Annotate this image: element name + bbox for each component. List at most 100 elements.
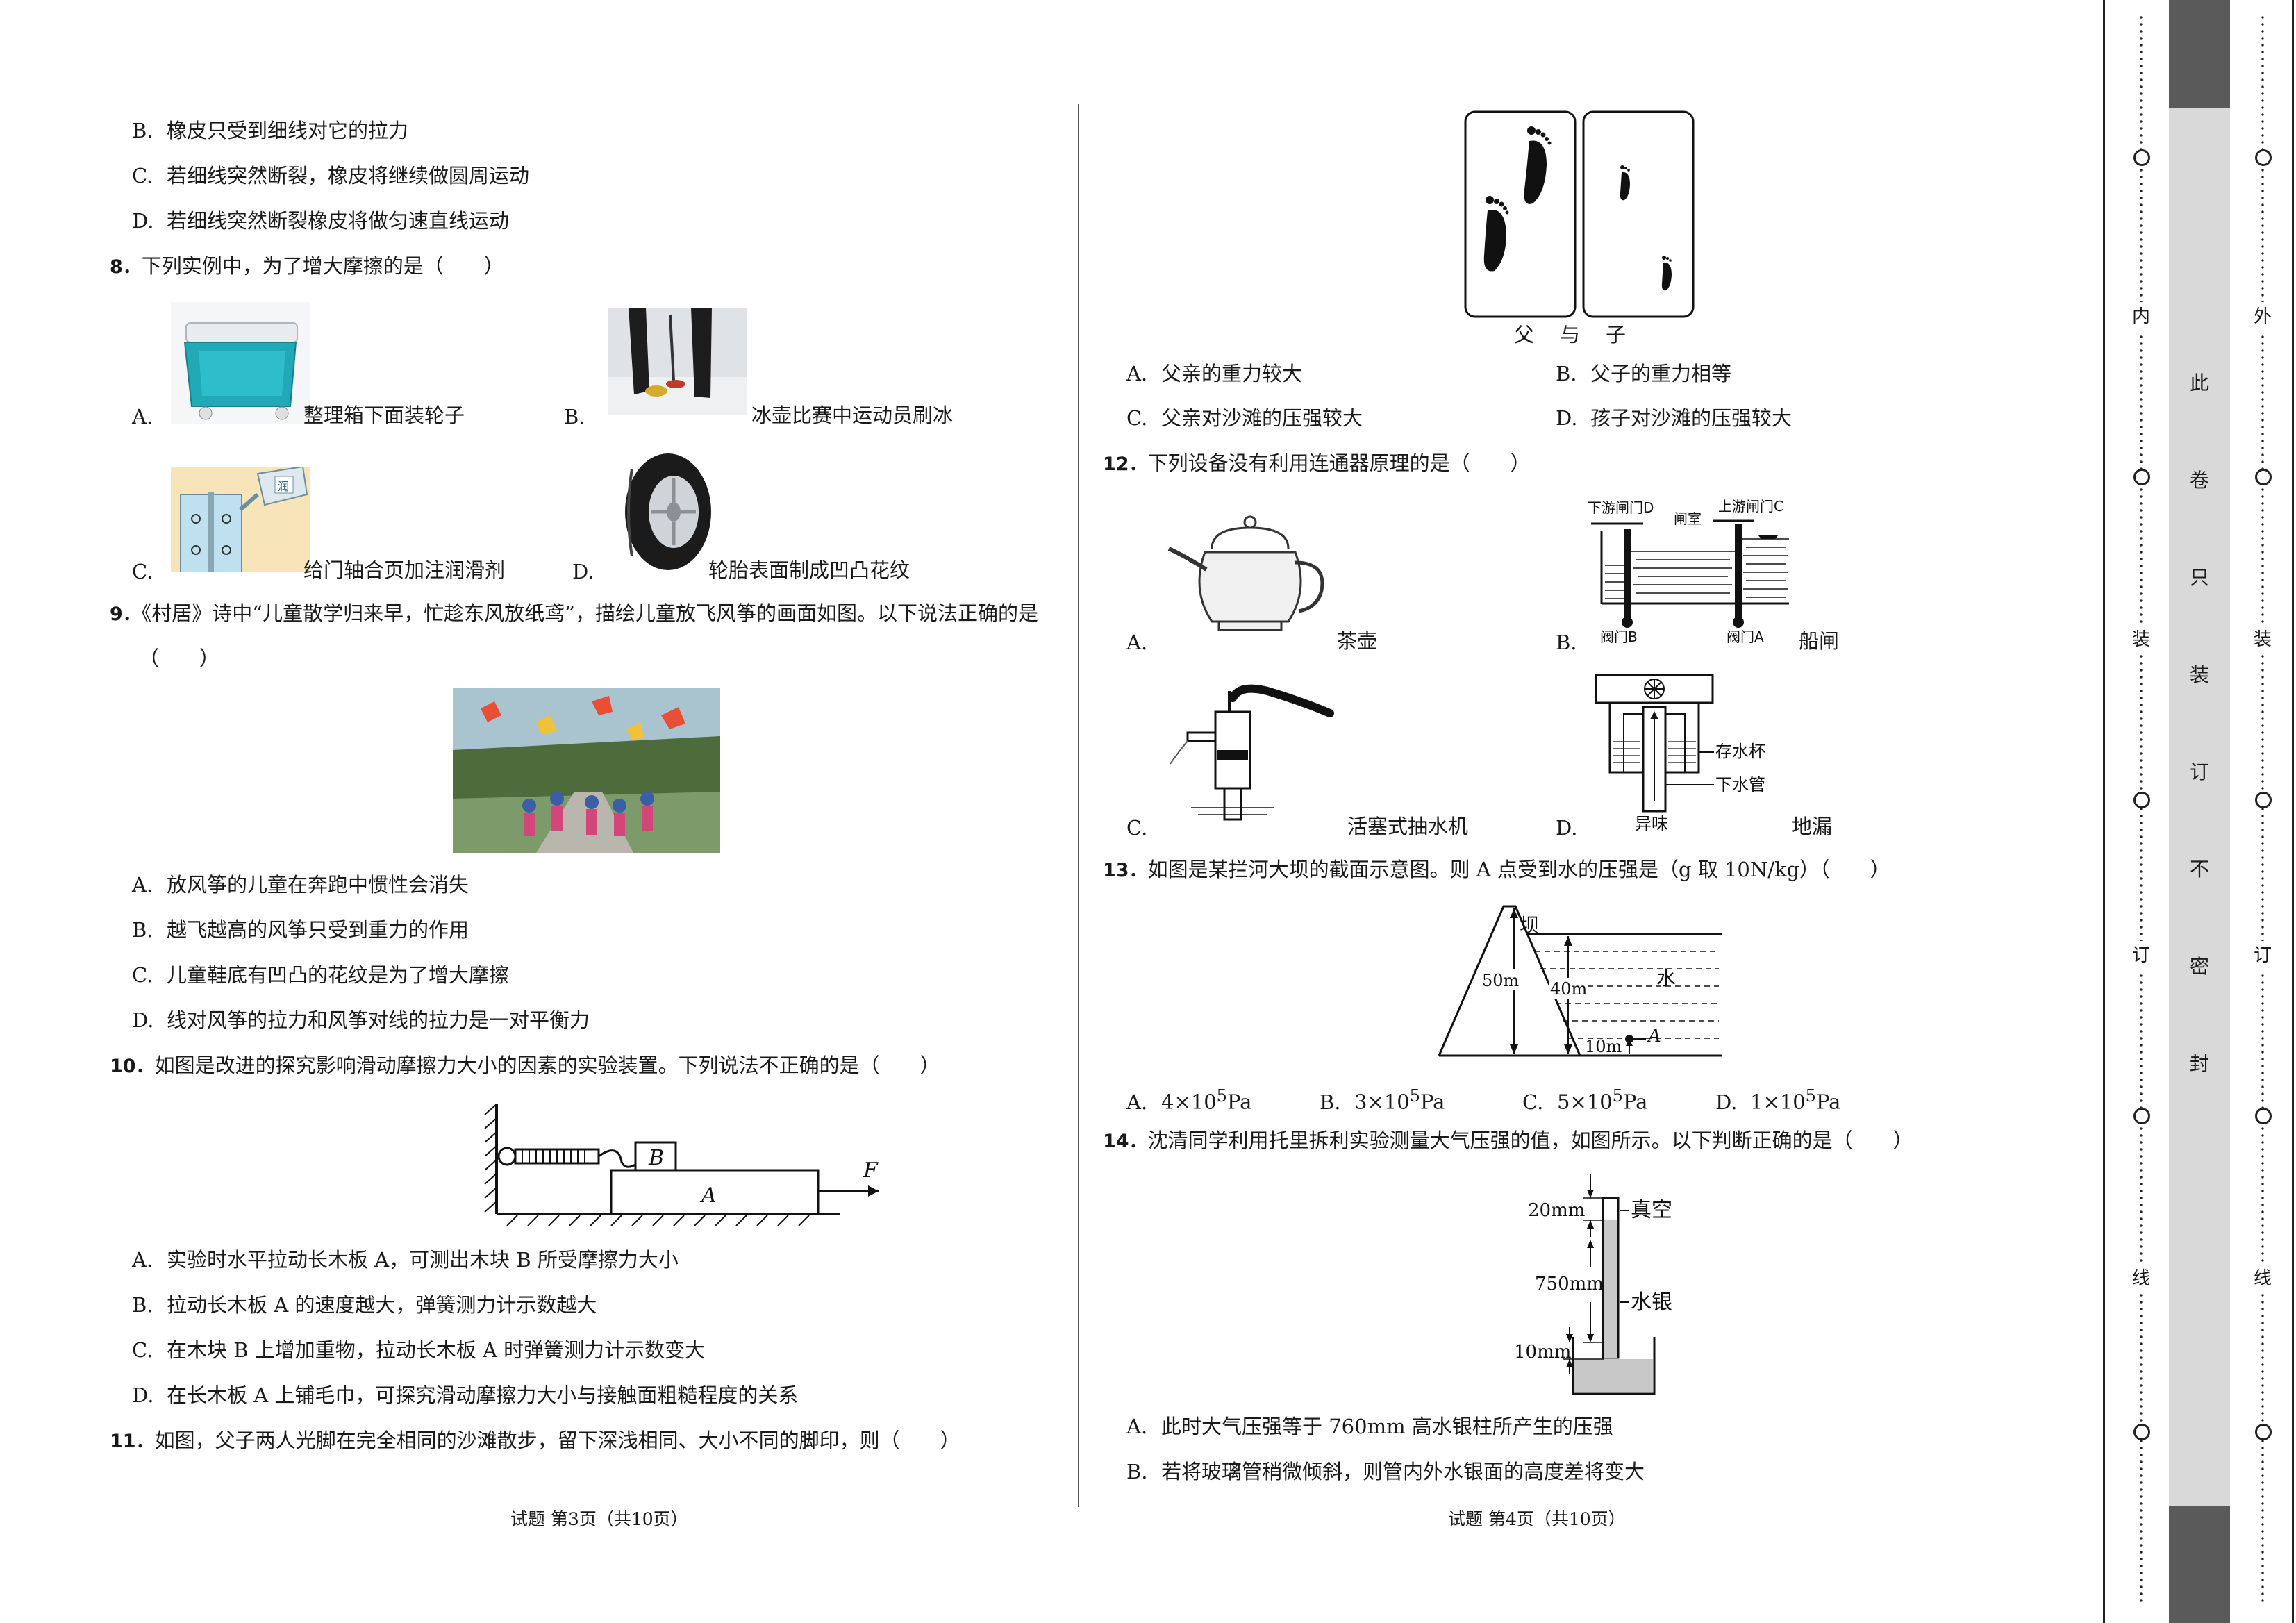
question-13-stem: 13．如图是某拦河大坝的截面示意图。则 A 点受到水的压强是（g 取 10N/k… xyxy=(1103,858,1890,881)
svg-text:B: B xyxy=(648,1146,664,1170)
svg-text:750mm: 750mm xyxy=(1535,1274,1604,1295)
svg-text:40m: 40m xyxy=(1550,979,1588,999)
inner-mark-xian: 线 xyxy=(2131,1264,2151,1293)
q9-option-d[interactable]: D.线对风筝的拉力和风筝对线的拉力是一对平衡力 xyxy=(132,1008,590,1032)
q8-option-b-text: 冰壶比赛中运动员刷冰 xyxy=(751,403,954,427)
q8-option-b[interactable]: B. xyxy=(564,405,585,428)
q12-option-d-text: 地漏 xyxy=(1792,815,1833,838)
q10-option-c[interactable]: C.在木块 B 上增加重物，拉动长木板 A 时弹簧测力计示数变大 xyxy=(132,1338,706,1362)
q12-option-b-text: 船闸 xyxy=(1799,629,1840,653)
q13-option-a[interactable]: A.4×105Pa xyxy=(1126,1086,1252,1114)
seal-bar-bottom-block xyxy=(2169,1506,2230,1623)
svg-text:上游闸门C: 上游闸门C xyxy=(1718,498,1783,515)
q14-option-a[interactable]: A.此时大气压强等于 760mm 高水银柱所产生的压强 xyxy=(1126,1415,1613,1438)
outer-binding-line: 外 装 订 线 xyxy=(2249,14,2277,1604)
q12-option-b[interactable]: B. xyxy=(1556,631,1577,654)
binding-hole-icon xyxy=(2255,1108,2272,1124)
q12-option-c[interactable]: C. xyxy=(1126,816,1148,840)
inner-binding-line: 内 装 订 线 xyxy=(2127,14,2155,1604)
question-12-stem: 12．下列设备没有利用连通器原理的是（ ） xyxy=(1103,451,1531,475)
svg-text:下游闸门D: 下游闸门D xyxy=(1588,499,1654,516)
q10-option-d[interactable]: D.在长木板 A 上铺毛巾，可探究滑动摩擦力大小与接触面粗糙程度的关系 xyxy=(132,1383,799,1407)
teapot-drawing xyxy=(1163,507,1337,646)
q7-option-c[interactable]: C.若细线突然断裂，橡皮将继续做圆周运动 xyxy=(132,164,530,188)
strip-frame-right xyxy=(2292,0,2294,1623)
q13-option-c[interactable]: C.5×105Pa xyxy=(1522,1086,1648,1114)
right-page-footer: 试题 第4页（共10页） xyxy=(1448,1509,1626,1529)
friction-apparatus-diagram: B A F xyxy=(389,1101,889,1226)
q14-option-b[interactable]: B.若将玻璃管稍微倾斜，则管内外水银面的高度差将变大 xyxy=(1126,1460,1645,1483)
tire-image xyxy=(611,448,722,573)
svg-text:闸室: 闸室 xyxy=(1674,510,1702,527)
svg-text:A: A xyxy=(1647,1026,1661,1047)
q10-option-a[interactable]: A.实验时水平拉动长木板 A，可测出木块 B 所受摩擦力大小 xyxy=(132,1248,679,1272)
inner-mark-nei: 内 xyxy=(2131,302,2151,331)
svg-text:20mm: 20mm xyxy=(1528,1200,1585,1221)
q8-option-d[interactable]: D. xyxy=(572,560,594,583)
q13-option-d[interactable]: D.1×105Pa xyxy=(1715,1086,1841,1114)
binding-hole-icon xyxy=(2133,1108,2150,1124)
q9-option-a[interactable]: A.放风筝的儿童在奔跑中惯性会消失 xyxy=(132,873,469,897)
inner-mark-ding: 订 xyxy=(2131,941,2151,970)
seal-char: 密 xyxy=(2189,955,2209,978)
q9-option-b[interactable]: B.越飞越高的风筝只受到重力的作用 xyxy=(132,918,469,942)
torricelli-experiment-diagram: 20mm 真空 750mm 水银 10mm xyxy=(1500,1170,1708,1399)
svg-text:异味: 异味 xyxy=(1635,814,1668,833)
binding-hole-icon xyxy=(2255,1424,2272,1440)
seal-char: 订 xyxy=(2189,760,2209,783)
ship-lock-diagram: 下游闸门D 闸室 上游闸门C 阀门B 阀门A xyxy=(1588,496,1796,652)
question-8-stem: 8．下列实例中，为了增大摩擦的是（ ） xyxy=(110,254,504,278)
q12-option-a[interactable]: A. xyxy=(1126,631,1148,654)
svg-text:水: 水 xyxy=(1656,967,1676,990)
svg-text:10mm: 10mm xyxy=(1514,1342,1571,1363)
piston-pump-drawing xyxy=(1163,684,1344,823)
svg-text:A: A xyxy=(699,1183,717,1208)
svg-text:下水管: 下水管 xyxy=(1715,775,1765,794)
seal-char: 卷 xyxy=(2189,469,2209,492)
outer-mark-xian: 线 xyxy=(2253,1264,2272,1293)
svg-text:水银: 水银 xyxy=(1631,1290,1672,1315)
question-9-stem: 9．《村居》诗中“儿童散学归来早，忙趁东风放纸鸢”，描绘儿童放飞风筝的画面如图。… xyxy=(110,601,1038,625)
svg-text:润: 润 xyxy=(278,480,289,493)
seal-char: 封 xyxy=(2189,1052,2209,1075)
outer-mark-zhuang: 装 xyxy=(2253,625,2272,654)
q12-option-c-text: 活塞式抽水机 xyxy=(1347,815,1469,838)
svg-text:10m: 10m xyxy=(1585,1037,1622,1056)
svg-text:坝: 坝 xyxy=(1520,914,1539,937)
binding-hole-icon xyxy=(2255,792,2272,808)
seal-bar xyxy=(2169,0,2230,1623)
footprints-caption: 父 与 子 xyxy=(1514,323,1629,347)
binding-hole-icon xyxy=(2255,469,2272,485)
q8-option-d-text: 轮胎表面制成凹凸花纹 xyxy=(708,558,910,582)
outer-mark-wai: 外 xyxy=(2253,302,2272,331)
q9-option-c[interactable]: C.儿童鞋底有凹凸的花纹是为了增大摩擦 xyxy=(132,963,510,987)
q7-option-b[interactable]: B.橡皮只受到细线对它的拉力 xyxy=(132,119,409,142)
svg-text:50m: 50m xyxy=(1482,971,1520,990)
svg-text:F: F xyxy=(863,1158,879,1183)
q8-option-a-text: 整理箱下面装轮子 xyxy=(303,403,465,427)
left-page-footer: 试题 第3页（共10页） xyxy=(510,1509,688,1529)
seal-char: 只 xyxy=(2189,566,2209,589)
q11-option-a[interactable]: A.父亲的重力较大 xyxy=(1126,362,1303,385)
binding-hole-icon xyxy=(2133,149,2150,166)
strip-frame-left xyxy=(2103,0,2105,1623)
q11-option-d[interactable]: D.孩子对沙滩的压强较大 xyxy=(1556,406,1792,430)
column-divider xyxy=(1078,104,1079,1507)
q7-option-d[interactable]: D.若细线突然断裂橡皮将做匀速直线运动 xyxy=(132,209,510,233)
kite-flying-photo xyxy=(453,688,720,853)
inner-mark-zhuang: 装 xyxy=(2131,625,2151,654)
svg-text:阀门B: 阀门B xyxy=(1600,629,1638,645)
binding-hole-icon xyxy=(2255,149,2272,166)
dam-cross-section-diagram: 坝 水 50m 40m 10m A xyxy=(1438,903,1729,1059)
q8-option-c[interactable]: C. xyxy=(132,560,153,583)
q11-option-c[interactable]: C.父亲对沙滩的压强较大 xyxy=(1126,406,1363,430)
q10-option-b[interactable]: B.拉动长木板 A 的速度越大，弹簧测力计示数越大 xyxy=(132,1293,597,1317)
q13-option-b[interactable]: B.3×105Pa xyxy=(1320,1086,1445,1114)
q12-option-d[interactable]: D. xyxy=(1556,816,1578,840)
q8-option-a[interactable]: A. xyxy=(132,405,153,428)
storage-box-image xyxy=(171,302,310,424)
footprints-figure xyxy=(1463,110,1699,322)
question-11-stem: 11．如图，父子两人光脚在完全相同的沙滩散步，留下深浅相同、大小不同的脚印，则（… xyxy=(110,1429,960,1452)
left-page: B.橡皮只受到细线对它的拉力 C.若细线突然断裂，橡皮将继续做圆周运动 D.若细… xyxy=(104,0,1056,1623)
q11-option-b[interactable]: B.父子的重力相等 xyxy=(1556,362,1732,385)
